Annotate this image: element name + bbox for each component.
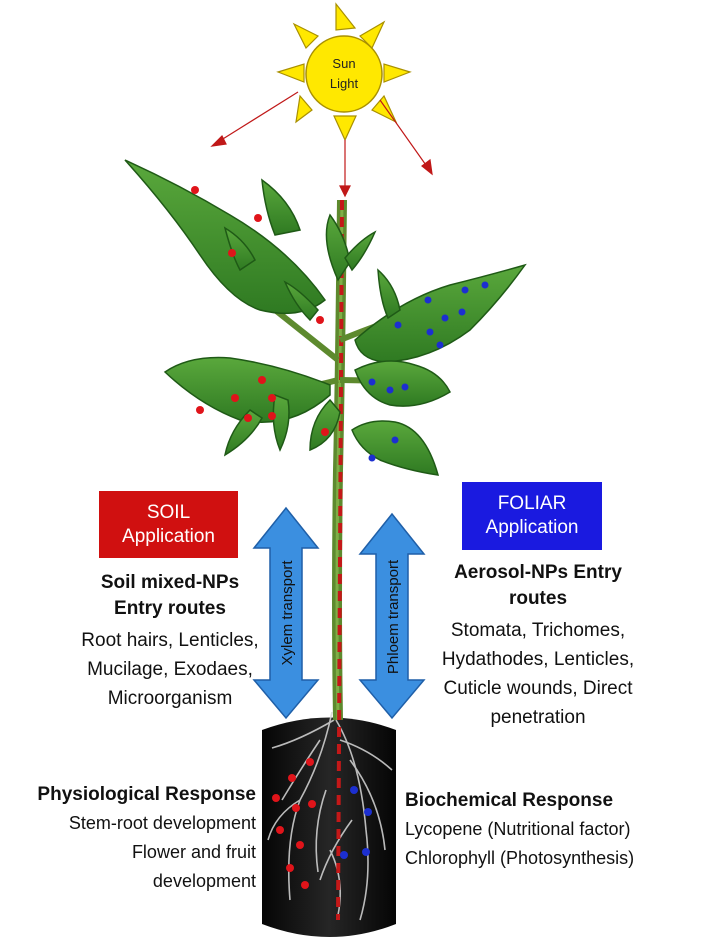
soil-title-line2: Entry routes (114, 598, 226, 619)
sun-label-line2: Light (330, 76, 359, 91)
soil-application-box: SOIL Application (99, 491, 238, 558)
physiological-item-3: development (152, 871, 256, 891)
soil-cylinder (262, 711, 396, 937)
foliar-route-4: penetration (490, 707, 586, 728)
soil-entry-routes: Soil mixed-NPs Entry routes Root hairs, … (50, 570, 290, 713)
sun-label-line1: Sun (332, 56, 355, 71)
foliar-title-line1: Aerosol-NPs Entry (454, 562, 622, 583)
xylem-transport-label: Xylem transport (279, 560, 296, 666)
physiological-title: Physiological Response (37, 784, 256, 805)
sun-icon (276, 2, 412, 142)
biochemical-response: Biochemical Response Lycopene (Nutrition… (405, 787, 705, 873)
plant-leaves (124, 159, 527, 476)
plant-stem (332, 199, 347, 921)
physiological-response: Physiological Response Stem-root develop… (0, 781, 256, 896)
phloem-transport-label: Phloem transport (385, 559, 402, 674)
biochemical-item-1: Lycopene (Nutritional factor) (405, 819, 631, 839)
foliar-route-1: Stomata, Trichomes, (450, 620, 626, 641)
soil-route-3: Microorganism (107, 688, 233, 709)
xylem-transport-arrow (252, 506, 320, 720)
soil-box-line2: Application (122, 525, 215, 547)
sunlight-rays (210, 91, 433, 198)
soil-route-2: Mucilage, Exodaes, (87, 659, 253, 680)
foliar-application-box: FOLIAR Application (462, 482, 602, 550)
soil-title-line1: Soil mixed-NPs (100, 572, 240, 593)
biochemical-item-2: Chlorophyll (Photosynthesis) (405, 848, 635, 868)
nanoparticles-blue (340, 281, 489, 859)
foliar-title-line2: routes (508, 588, 568, 609)
physiological-item-1: Stem-root development (68, 813, 256, 833)
physiological-item-2: Flower and fruit (131, 842, 256, 862)
soil-route-1: Root hairs, Lenticles, (81, 630, 259, 651)
foliar-entry-routes: Aerosol-NPs Entry routes Stomata, Tricho… (418, 560, 658, 732)
foliar-box-line1: FOLIAR (497, 493, 567, 514)
phloem-transport-arrow (358, 512, 426, 720)
biochemical-title: Biochemical Response (405, 790, 614, 811)
foliar-route-3: Cuticle wounds, Direct (443, 678, 633, 699)
soil-box-line1: SOIL (146, 501, 191, 523)
foliar-box-line2: Application (485, 517, 579, 538)
foliar-route-2: Hydathodes, Lenticles, (441, 649, 635, 670)
nanoparticles-red (191, 186, 329, 889)
